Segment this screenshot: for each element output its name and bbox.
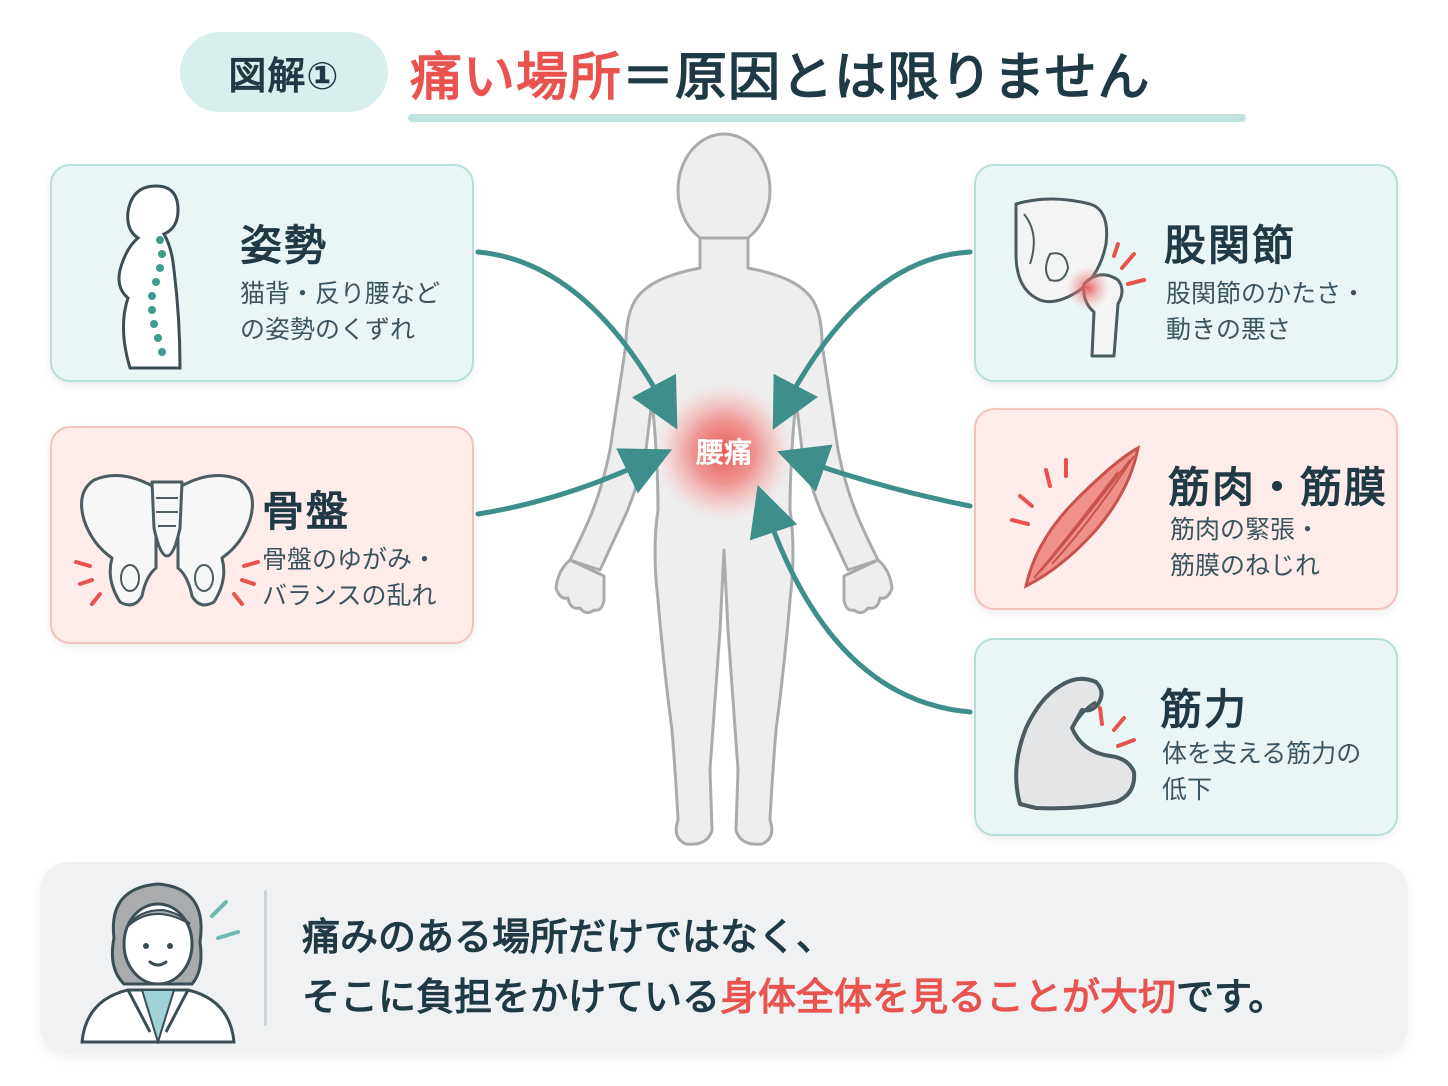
- muscle-desc-2: 筋膜のねじれ: [1170, 551, 1321, 580]
- muscle-fiber-icon: [1010, 445, 1141, 589]
- posture-title: 姿勢: [240, 221, 329, 270]
- human-body-figure: [554, 132, 894, 846]
- summary-line-2: そこに負担をかけている身体全体を見ることが大切です。: [302, 966, 1286, 1021]
- pelvis-title: 骨盤: [262, 487, 351, 536]
- card-posture: 姿勢 猫背・反り腰など の姿勢のくずれ: [50, 164, 474, 382]
- strength-desc-2: 低下: [1162, 775, 1213, 804]
- hip-desc-1: 股関節のかたさ・: [1166, 279, 1367, 308]
- pelvis-desc-2: バランスの乱れ: [262, 581, 437, 610]
- spine-icon: [117, 184, 182, 370]
- summary-line-2-prefix: そこに負担をかけている: [302, 975, 721, 1019]
- page-title: 痛い場所＝原因とは限りません: [410, 30, 1150, 114]
- diagram-badge: 図解①: [180, 32, 388, 112]
- summary-highlight: 身体全体を見ることが大切: [720, 975, 1177, 1019]
- pelvis-icon: [74, 474, 260, 607]
- summary-box: [40, 862, 1408, 1054]
- hip-joint-icon: [1014, 197, 1146, 358]
- hip-desc-2: 動きの悪さ: [1166, 315, 1292, 344]
- summary-line-2-suffix: です。: [1176, 975, 1287, 1019]
- strength-title: 筋力: [1160, 685, 1249, 734]
- doctor-avatar-icon: [80, 882, 240, 1044]
- title-underline: [408, 114, 1246, 122]
- hip-title: 股関節: [1164, 221, 1297, 270]
- card-muscle: 筋肉・筋膜 筋肉の緊張・ 筋膜のねじれ: [974, 408, 1398, 610]
- pelvis-desc-1: 骨盤のゆがみ・: [262, 545, 438, 574]
- card-pelvis: 骨盤 骨盤のゆがみ・ バランスの乱れ: [50, 426, 474, 644]
- posture-desc-1: 猫背・反り腰など: [240, 279, 441, 308]
- title-rest: ＝原因とは限りません: [622, 47, 1151, 108]
- strength-desc-1: 体を支える筋力の: [1162, 739, 1362, 768]
- summary-divider: [264, 890, 267, 1026]
- muscle-title: 筋肉・筋膜: [1168, 463, 1389, 512]
- flexed-arm-icon: [1014, 676, 1137, 811]
- card-hip: 股関節 股関節のかたさ・ 動きの悪さ: [974, 164, 1398, 382]
- muscle-desc-1: 筋肉の緊張・: [1170, 515, 1321, 544]
- summary-line-1: 痛みのある場所だけではなく、: [302, 915, 835, 959]
- title-highlight: 痛い場所: [410, 47, 623, 108]
- pain-label: 腰痛: [695, 436, 752, 469]
- card-strength: 筋力 体を支える筋力の 低下: [974, 638, 1398, 836]
- posture-desc-2: の姿勢のくずれ: [240, 315, 416, 344]
